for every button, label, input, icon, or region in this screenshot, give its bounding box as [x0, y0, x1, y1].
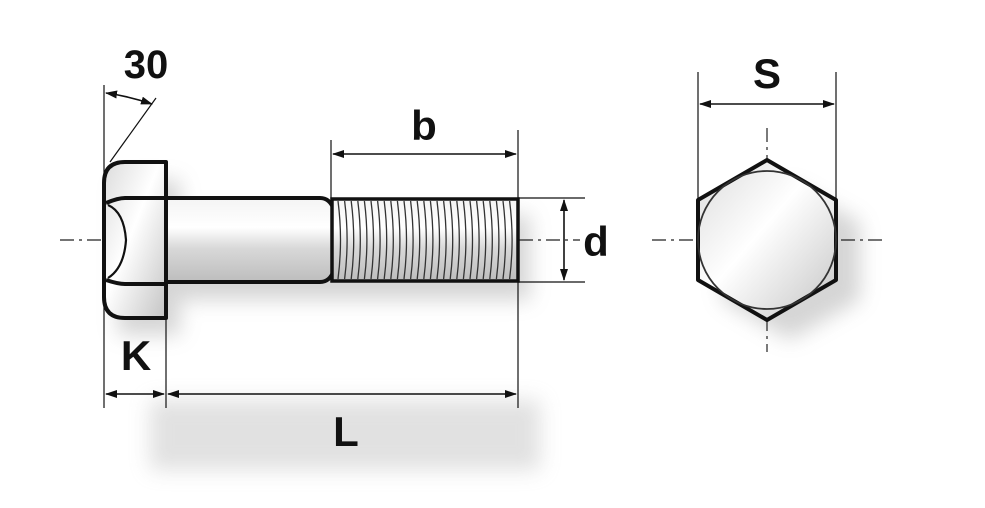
- thread-crest: [390, 200, 394, 280]
- thread-crest: [482, 200, 487, 280]
- thread-length-label: b: [411, 102, 437, 149]
- diameter-label: d: [583, 218, 609, 265]
- thread-crest: [337, 200, 342, 280]
- angle-dimension-arc: [105, 90, 153, 105]
- thread-crest: [343, 200, 348, 280]
- thread-crest: [436, 200, 441, 280]
- thread-crest: [423, 200, 427, 280]
- head-height-label: K: [121, 332, 151, 379]
- thread-crest: [383, 200, 388, 280]
- bolt-shank: [164, 196, 336, 284]
- length-label: L: [333, 408, 359, 455]
- angle-label: 30: [124, 43, 169, 87]
- thread-crest: [489, 200, 493, 280]
- thread-crest: [416, 200, 421, 280]
- thread-crest: [502, 200, 507, 280]
- bolt-head: [102, 160, 168, 320]
- across-flats-label: S: [753, 50, 781, 97]
- thread-crest: [403, 200, 408, 280]
- thread-crest: [363, 200, 368, 280]
- thread-crest: [469, 200, 474, 280]
- thread-crest: [357, 200, 361, 280]
- thread-crest: [456, 200, 460, 280]
- thread-crest: [409, 200, 414, 280]
- thread-crest: [462, 200, 467, 280]
- thread-crest: [449, 200, 454, 280]
- extension-lines: [103, 72, 837, 408]
- thread-crest: [396, 200, 401, 280]
- thread-crest: [350, 200, 355, 280]
- thread-crest: [475, 200, 480, 280]
- bolt-thread: [330, 197, 520, 283]
- dimension-lines: [105, 90, 835, 398]
- thread-crest: [370, 200, 375, 280]
- thread-crest: [495, 200, 500, 280]
- thread-crest: [442, 200, 447, 280]
- thread-crest: [376, 200, 381, 280]
- thread-crest: [508, 200, 513, 280]
- thread-crest: [429, 200, 434, 280]
